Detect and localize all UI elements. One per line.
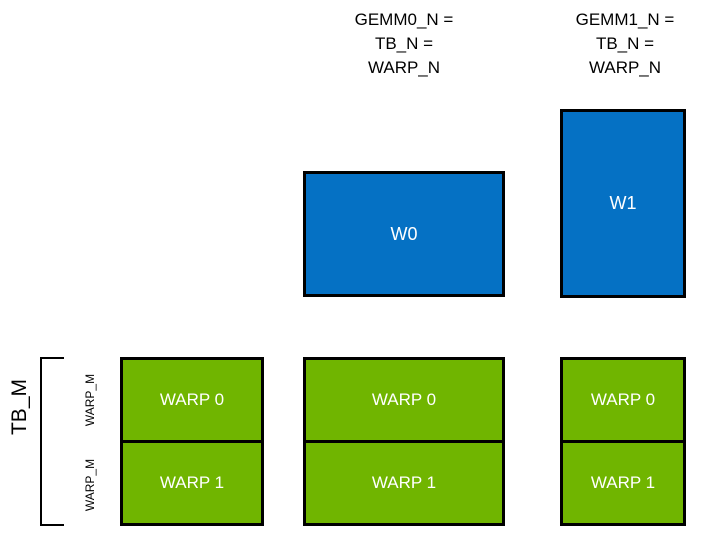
green-cell-2-warp1: WARP 1 xyxy=(563,443,683,523)
blue-tile-w0-label: W0 xyxy=(390,223,418,244)
green-cell-1-warp0: WARP 0 xyxy=(306,360,502,440)
warp-m-label-bottom: WARP_M xyxy=(83,458,97,512)
gemm1-column-caption: GEMM1_N = TB_N = WARP_N xyxy=(575,10,675,77)
green-column-2: WARP 0 WARP 1 xyxy=(560,357,686,526)
gemm0-column-caption: GEMM0_N = TB_N = WARP_N xyxy=(354,10,454,77)
green-cell-0-warp1: WARP 1 xyxy=(123,443,261,523)
green-column-1: WARP 0 WARP 1 xyxy=(303,357,505,526)
tb-m-bracket xyxy=(40,357,64,526)
blue-tile-w1-label: W1 xyxy=(609,193,637,213)
green-column-0: WARP 0 WARP 1 xyxy=(120,357,264,526)
warp-m-label-top: WARP_M xyxy=(83,373,97,427)
blue-tile-w1: W1 xyxy=(560,109,686,298)
blue-tile-w0: W0 xyxy=(303,171,505,297)
green-cell-2-warp0: WARP 0 xyxy=(563,360,683,440)
green-cell-1-warp1: WARP 1 xyxy=(306,443,502,523)
green-cell-0-warp0: WARP 0 xyxy=(123,360,261,440)
tb-m-label: TB_M xyxy=(8,379,31,436)
